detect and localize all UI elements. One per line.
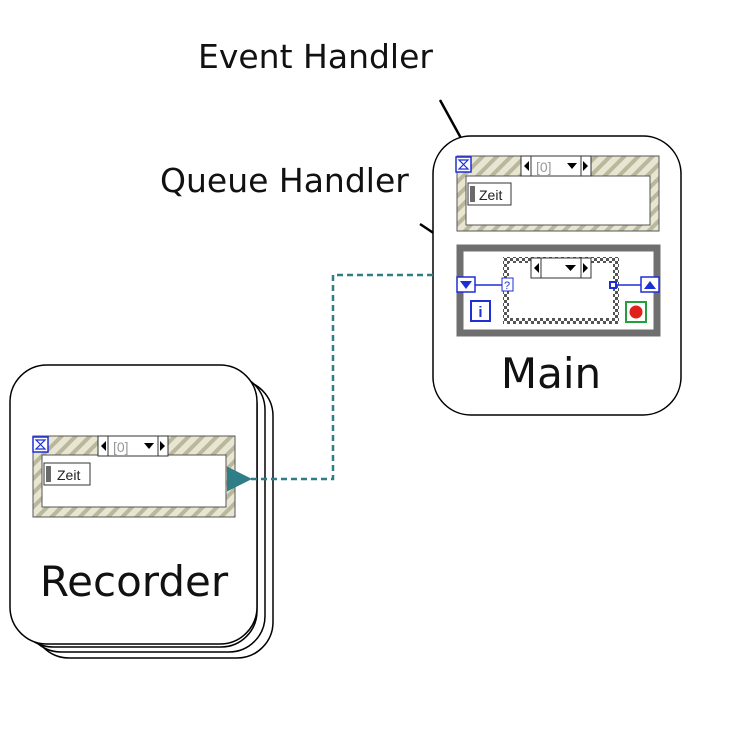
increment-arrow-icon[interactable] — [583, 263, 588, 273]
recorder-event-structure: [0] Zeit — [32, 435, 236, 518]
increment-arrow-icon[interactable] — [160, 441, 165, 451]
event-handler-annotation: Event Handler — [198, 37, 433, 76]
main-vi-label: Main — [501, 349, 601, 398]
zeit-label: Zeit — [57, 467, 80, 483]
event-case-value: [0] — [536, 159, 552, 175]
decrement-arrow-icon[interactable] — [524, 161, 529, 171]
queue-case-selector[interactable] — [530, 257, 592, 279]
svg-text:i: i — [478, 304, 482, 321]
message-connector — [227, 273, 433, 492]
main-queue-loop: ? i — [456, 244, 661, 337]
event-case-selector[interactable]: [0] — [97, 435, 169, 457]
timeout-hourglass-icon — [32, 436, 49, 453]
svg-text:?: ? — [504, 280, 510, 292]
case-selector-terminal: ? — [501, 277, 514, 292]
increment-arrow-icon[interactable] — [583, 161, 588, 171]
event-case-selector[interactable]: [0] — [520, 155, 592, 177]
timeout-hourglass-icon — [455, 156, 472, 173]
stop-icon — [625, 301, 647, 323]
zeit-terminal: Zeit — [43, 462, 91, 486]
queue-handler-annotation: Queue Handler — [160, 161, 409, 200]
chevron-down-icon[interactable] — [567, 163, 577, 169]
chevron-down-icon[interactable] — [565, 265, 576, 271]
main-event-structure: [0] Zeit — [455, 155, 660, 232]
zeit-label: Zeit — [479, 187, 502, 203]
decrement-arrow-icon[interactable] — [534, 263, 539, 273]
decrement-arrow-icon[interactable] — [101, 441, 106, 451]
chevron-down-icon[interactable] — [144, 443, 154, 449]
zeit-terminal: Zeit — [467, 182, 512, 206]
event-case-value: [0] — [113, 439, 129, 455]
recorder-vi-label: Recorder — [40, 557, 229, 606]
iteration-terminal: i — [470, 300, 491, 322]
shift-register-left-icon — [456, 276, 476, 293]
shift-register-right-icon — [640, 276, 660, 293]
